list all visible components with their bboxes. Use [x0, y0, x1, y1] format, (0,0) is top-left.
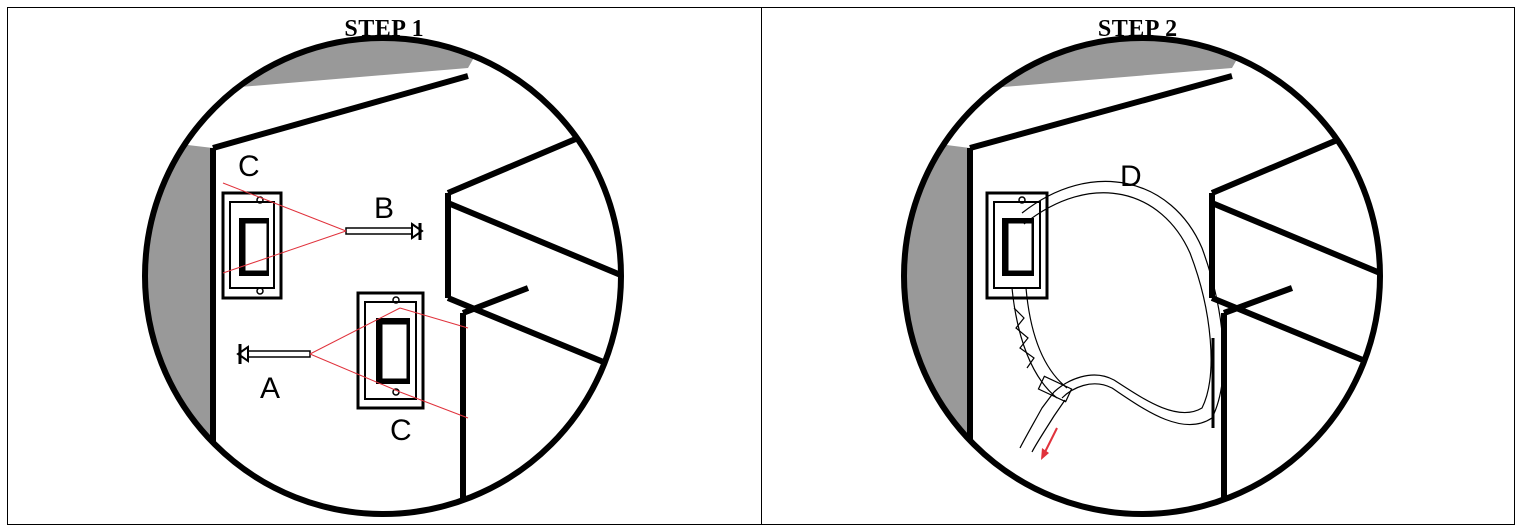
screw-a — [238, 344, 310, 364]
instruction-table: STEP 1 — [7, 7, 1515, 525]
step-2-illustration: D — [762, 8, 1514, 524]
bracket-c-top — [223, 193, 281, 298]
label-c-bottom: C — [390, 414, 412, 447]
detail-circle-2 — [904, 38, 1380, 514]
bracket-c-bottom — [358, 293, 423, 408]
label-a: A — [260, 372, 280, 405]
step-2-panel: STEP 2 — [761, 8, 1515, 524]
bracket-installed — [987, 193, 1047, 298]
label-c-top: C — [238, 150, 260, 183]
detail-circle-1 — [145, 38, 621, 514]
label-b: B — [374, 192, 394, 225]
step-1-panel: STEP 1 — [8, 8, 761, 524]
screw-b — [346, 223, 422, 240]
label-d: D — [1120, 160, 1142, 193]
step-1-illustration: C B A C — [8, 8, 760, 524]
